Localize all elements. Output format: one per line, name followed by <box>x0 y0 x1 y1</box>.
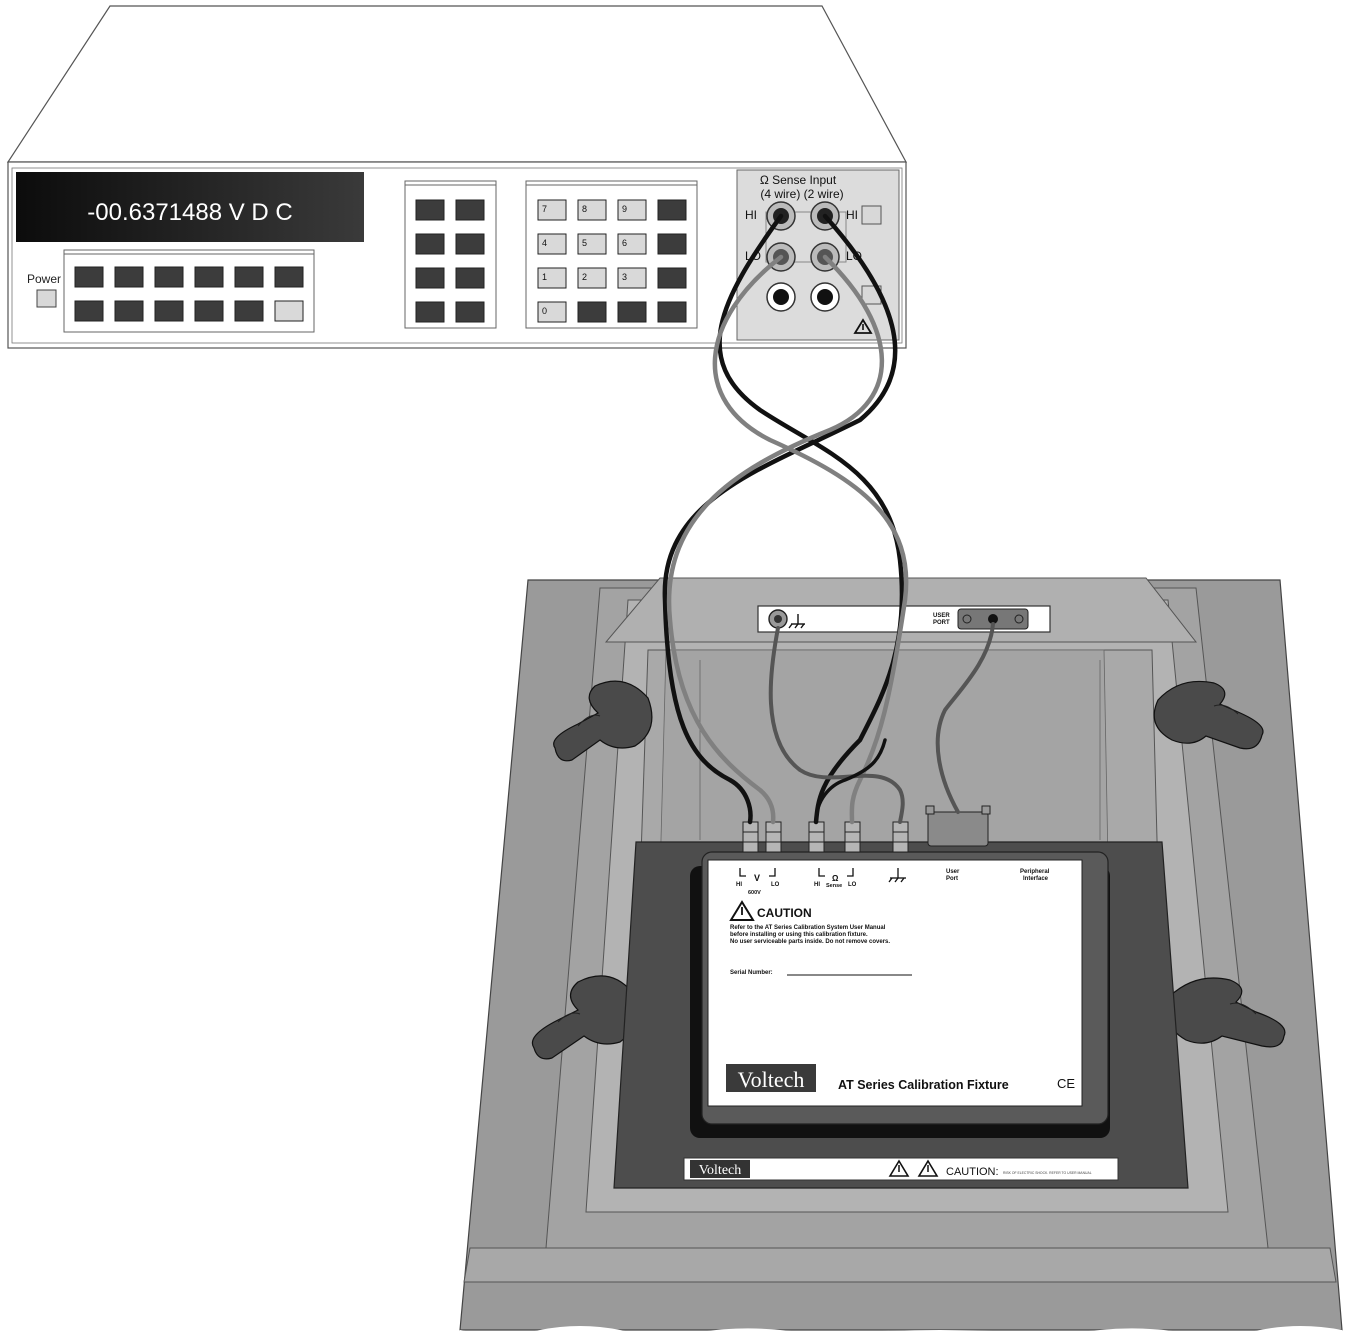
serial-number-label: Serial Number: <box>730 970 773 976</box>
function-key[interactable] <box>195 267 223 287</box>
keypad-digit-label: 4 <box>542 238 547 248</box>
meter-reading: -00.6371488 V D C <box>87 199 292 226</box>
fixture-box: HI V LO 600V HI Ω Sense LO User Port Per… <box>690 852 1110 1138</box>
keypad-digit-label: 1 <box>542 272 547 282</box>
power-button[interactable] <box>37 290 56 307</box>
range-key[interactable] <box>416 200 444 220</box>
sense-hi-label: HI <box>745 208 757 222</box>
range-key[interactable] <box>416 302 444 322</box>
range-key[interactable] <box>416 268 444 288</box>
calibration-fixture: USER PORT Voltech <box>448 578 1354 1342</box>
function-key[interactable] <box>115 301 143 321</box>
function-key[interactable] <box>275 267 303 287</box>
base-caution-text: CAUTION: <box>946 1166 999 1178</box>
v-lo-connector[interactable] <box>766 822 781 852</box>
caution-line-1: Refer to the AT Series Calibration Syste… <box>730 925 886 931</box>
input-hi-label: HI <box>846 208 858 222</box>
terminal-header-line1: Ω Sense Input <box>760 173 837 187</box>
function-key[interactable] <box>75 267 103 287</box>
ohm-hi-label: HI <box>814 882 820 888</box>
rear-user-port-label-2: PORT <box>933 620 950 626</box>
range-key[interactable] <box>456 234 484 254</box>
keypad-digit-label: 2 <box>582 272 587 282</box>
rear-user-port-label-1: USER <box>933 613 950 619</box>
ohm-lo-connector[interactable] <box>845 822 860 852</box>
ohm-lo-label: LO <box>848 882 857 888</box>
user-port-label-2: Port <box>946 876 958 882</box>
function-key[interactable] <box>195 301 223 321</box>
function-key[interactable] <box>115 267 143 287</box>
keypad-function-key[interactable] <box>658 302 686 322</box>
input-terminal-panel: Ω Sense Input (4 wire) (2 wire) HI HI LO… <box>737 170 899 340</box>
caution-title: CAUTION <box>757 906 812 920</box>
range-key[interactable] <box>456 200 484 220</box>
function-key[interactable] <box>155 267 183 287</box>
product-title: AT Series Calibration Fixture <box>838 1078 1009 1092</box>
keypad-digit-label: 5 <box>582 238 587 248</box>
peripheral-label-2: Interface <box>1023 876 1049 882</box>
ohm-sense-label: Sense <box>826 883 842 889</box>
caution-line-3: No user serviceable parts inside. Do not… <box>730 939 890 945</box>
range-key[interactable] <box>456 268 484 288</box>
base-caution-small-text: RISK OF ELECTRIC SHOCK. REFER TO USER MA… <box>1003 1171 1092 1175</box>
keypad-digit-label: 9 <box>622 204 627 214</box>
keypad-function-key[interactable] <box>658 268 686 288</box>
keypad-digit-label: 8 <box>582 204 587 214</box>
ce-mark: CE <box>1057 1076 1075 1091</box>
keypad-function-key[interactable] <box>658 234 686 254</box>
range-key[interactable] <box>456 302 484 322</box>
function-key[interactable] <box>235 301 263 321</box>
peripheral-label-1: Peripheral <box>1020 869 1050 875</box>
caution-line-2: before installing or using this calibrat… <box>730 932 868 938</box>
function-key[interactable] <box>235 267 263 287</box>
range-key[interactable] <box>416 234 444 254</box>
aux-jack-right[interactable] <box>811 283 839 311</box>
range-key-block <box>405 181 496 328</box>
brand-logo: Voltech <box>738 1067 805 1092</box>
digital-multimeter: -00.6371488 V D C Power 7 8 9 4 5 6 1 2 3 0 Ω Sen… <box>8 6 906 348</box>
function-key[interactable] <box>155 301 183 321</box>
keypad-function-key[interactable] <box>578 302 606 322</box>
base-brand-logo: Voltech <box>699 1163 742 1178</box>
function-key[interactable] <box>75 301 103 321</box>
keypad-function-key[interactable] <box>658 200 686 220</box>
ohm-hi-connector[interactable] <box>809 822 824 852</box>
keypad-digit-label: 7 <box>542 204 547 214</box>
aux-jack-left[interactable] <box>767 283 795 311</box>
meter-display: -00.6371488 V D C <box>16 172 364 242</box>
numeric-keypad: 7 8 9 4 5 6 1 2 3 0 <box>526 181 697 328</box>
terminal-selector-top[interactable] <box>862 206 881 224</box>
v-symbol-label: V <box>754 873 760 883</box>
function-key[interactable] <box>275 301 303 321</box>
keypad-digit-label: 6 <box>622 238 627 248</box>
function-key-block <box>64 250 314 332</box>
power-label: Power <box>27 272 61 286</box>
v-hi-label: HI <box>736 882 742 888</box>
v-lo-label: LO <box>771 882 780 888</box>
user-port-label-1: User <box>946 869 960 875</box>
rear-ground-jack[interactable] <box>769 610 787 628</box>
terminal-header-line2: (4 wire) (2 wire) <box>760 187 843 201</box>
keypad-digit-label: 0 <box>542 306 547 316</box>
ground-connector[interactable] <box>893 822 908 852</box>
base-caution-strip: Voltech CAUTION: RISK OF ELECTRIC SHOCK.… <box>684 1158 1118 1180</box>
v-rating-label: 600V <box>748 890 761 896</box>
v-hi-connector[interactable] <box>743 822 758 852</box>
keypad-digit-label: 3 <box>622 272 627 282</box>
keypad-function-key[interactable] <box>618 302 646 322</box>
ohm-symbol-label: Ω <box>832 874 839 883</box>
